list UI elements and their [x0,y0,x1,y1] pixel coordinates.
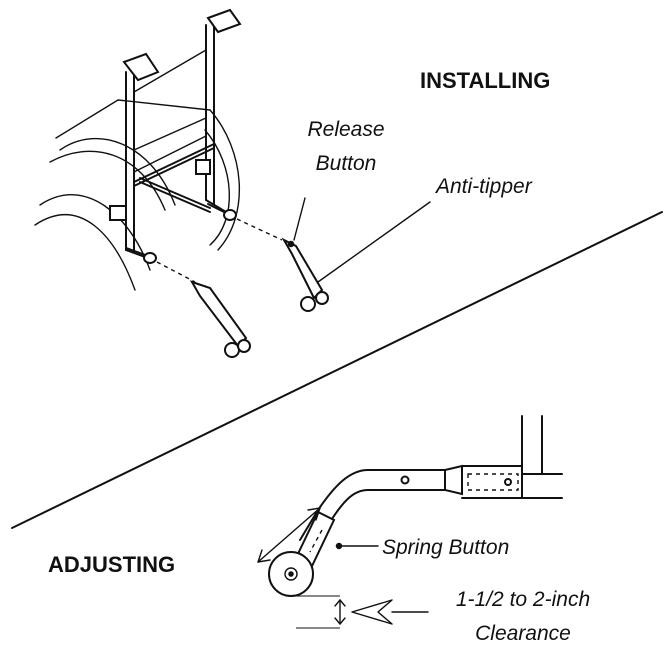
release-button-dot [287,240,295,248]
installing-heading: INSTALLING [420,68,550,93]
clearance-label-line1: 1-1/2 to 2-inch [456,588,590,611]
adjusting-illustration [257,415,563,629]
adjusting-heading: ADJUSTING [48,552,175,577]
anti-tipper-right [281,237,329,312]
wheelchair-illustration [34,8,242,291]
anti-tipper-label: Anti-tipper [434,175,533,198]
anti-tipper-left [189,280,251,358]
section-divider [11,211,663,529]
spring-button-label: Spring Button [382,536,509,559]
release-button-label-line2: Button [316,152,377,175]
release-button-leader [293,197,306,241]
release-button-label-line1: Release [307,118,384,141]
clearance-label-line2: Clearance [475,622,571,645]
anti-tipper-leader [317,201,431,283]
